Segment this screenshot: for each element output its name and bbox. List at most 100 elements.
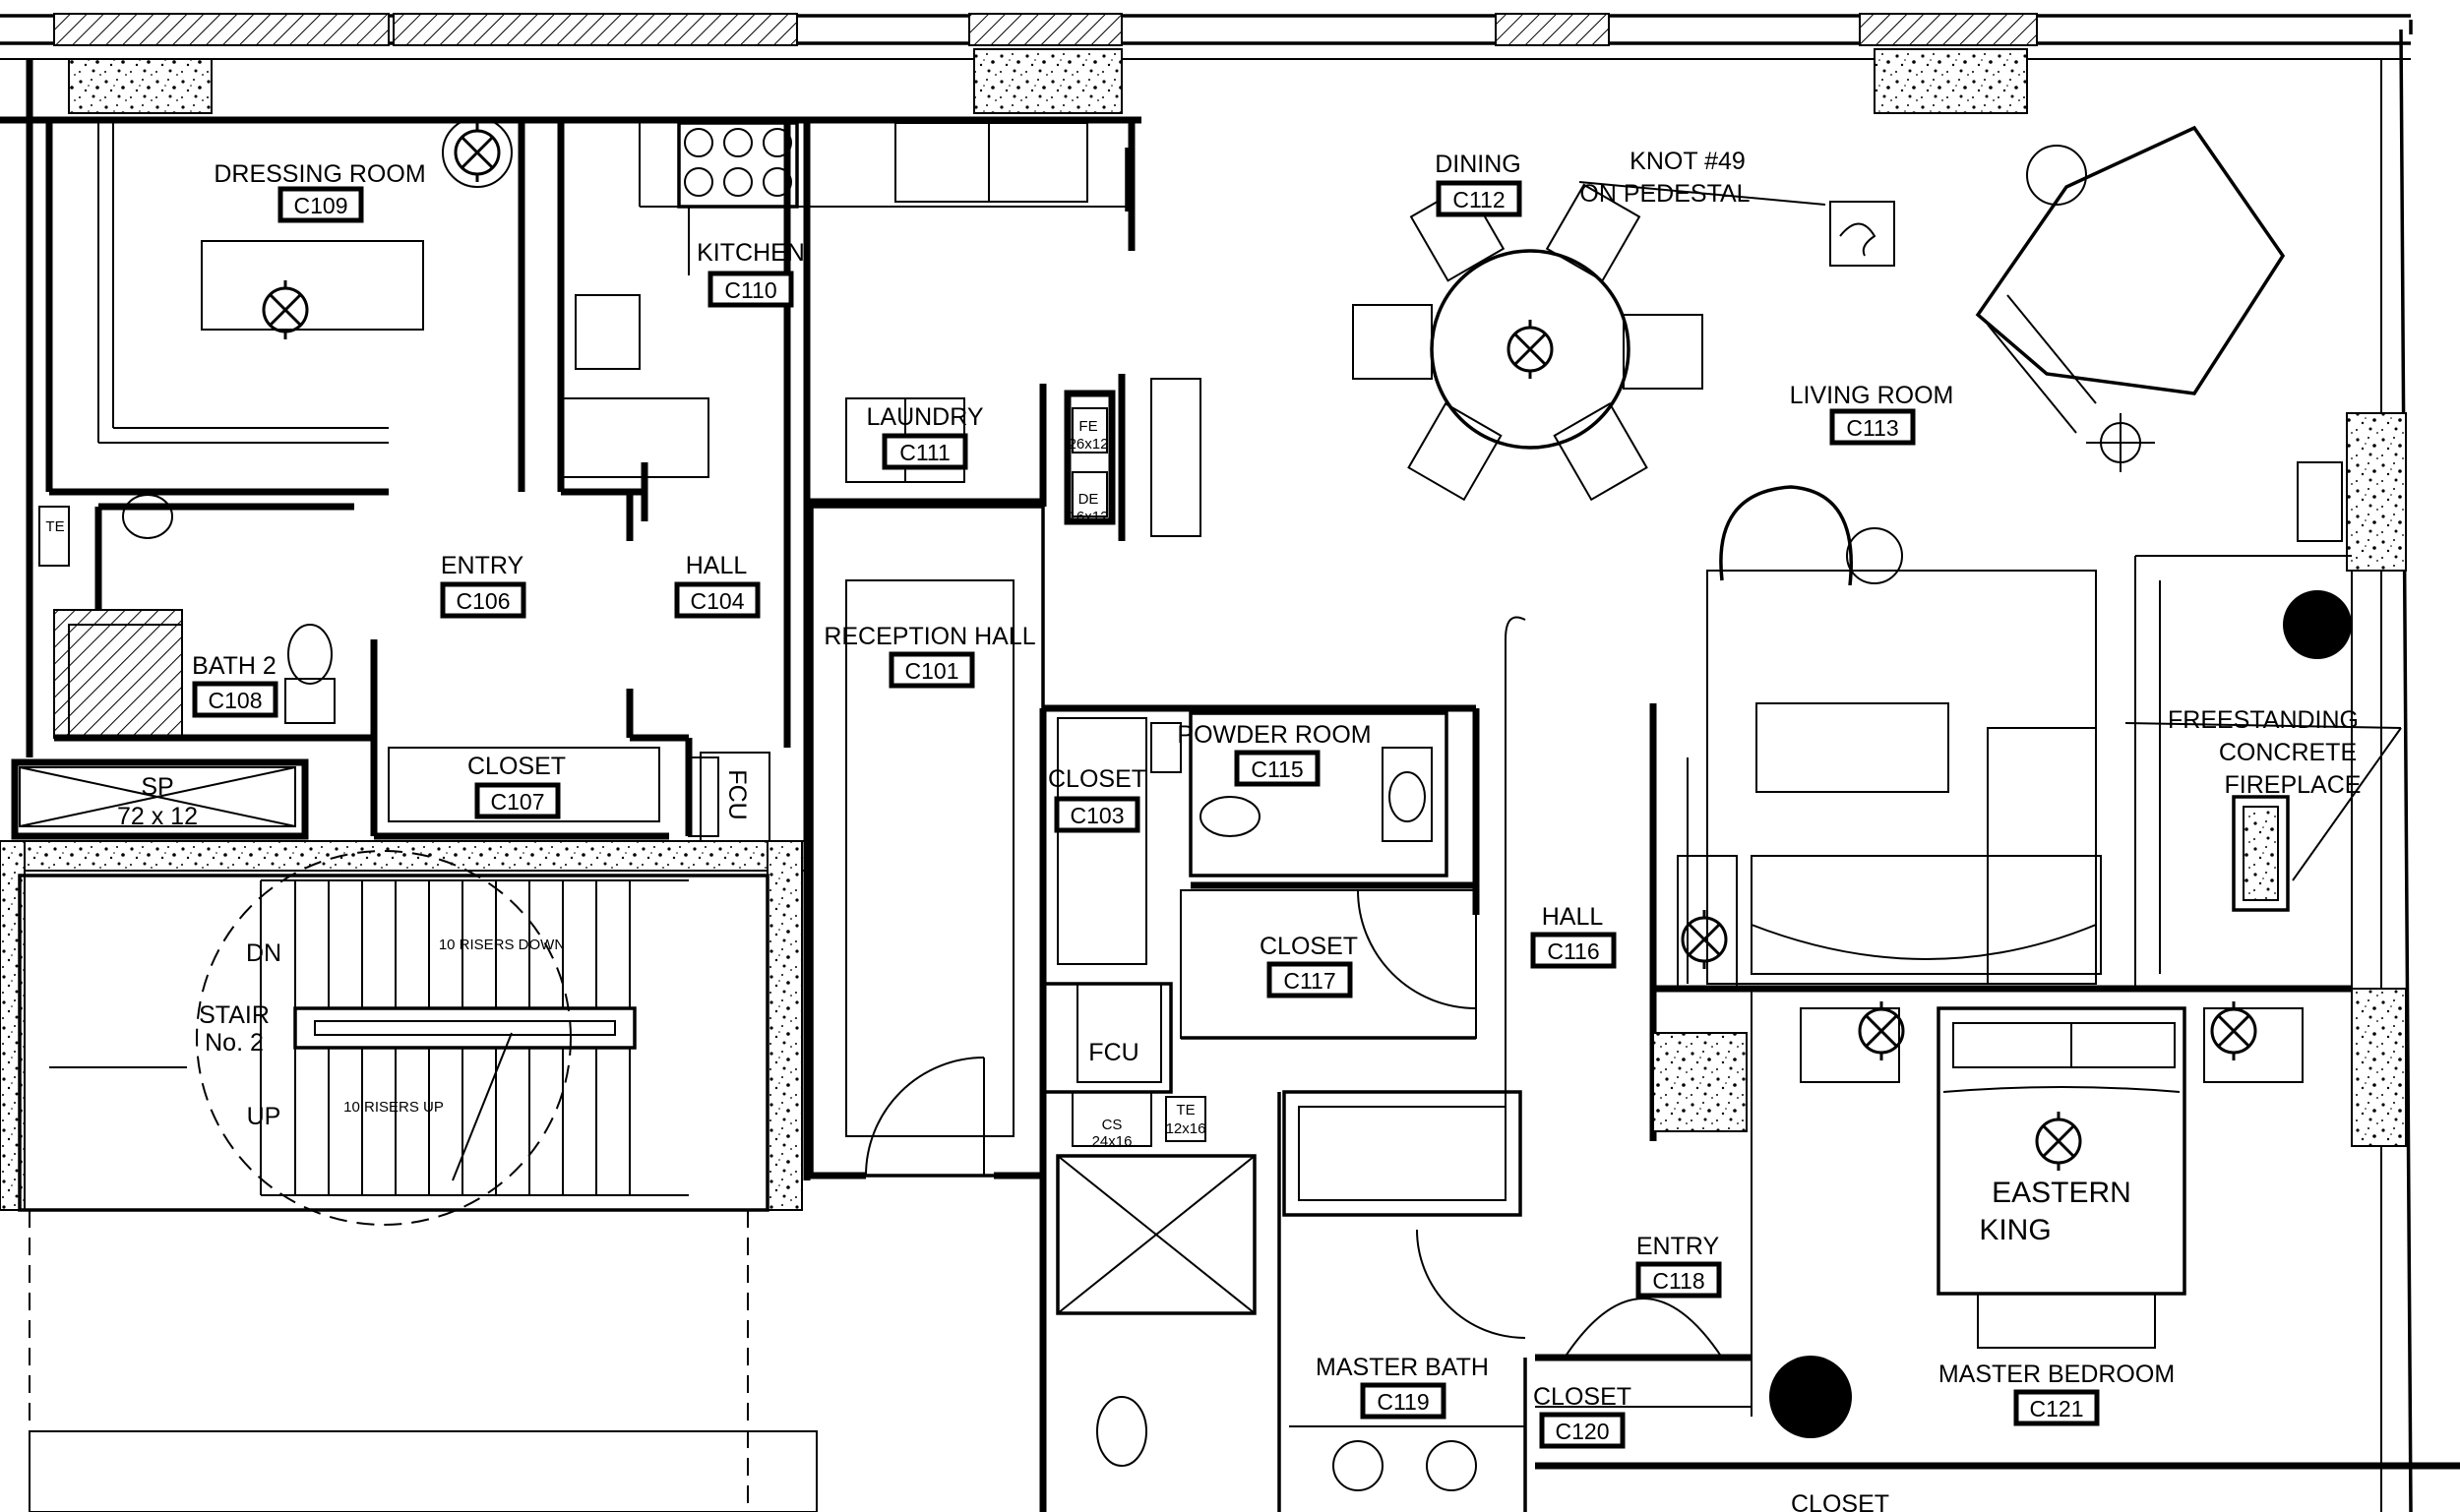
de-label: DE — [1078, 491, 1099, 508]
entry-c118 — [1535, 989, 2460, 1470]
room-tag-entry-c106: C106 — [440, 581, 526, 619]
bed-label-line2: KING — [1979, 1214, 2051, 1246]
room-label-closet-c117: CLOSET — [1260, 933, 1358, 960]
svg-text:C111: C111 — [899, 440, 951, 465]
fcu-label-1: FCU — [723, 769, 751, 819]
room-label-hall-c116: HALL — [1542, 903, 1604, 931]
room-tag-closet-c107: C107 — [474, 782, 561, 819]
room-tag-master-bath: C119 — [1360, 1382, 1446, 1420]
room-tag-dressing: C109 — [277, 186, 364, 223]
reception-hall — [807, 505, 1045, 1179]
cs-label: CS — [1102, 1117, 1123, 1133]
room-label-powder: POWDER ROOM — [1177, 721, 1371, 749]
sp-label: SP — [141, 773, 173, 801]
svg-text:C116: C116 — [1547, 938, 1599, 964]
master-bed — [1769, 999, 2304, 1438]
powder-room — [1039, 704, 1480, 1180]
svg-text:C107: C107 — [491, 789, 545, 815]
svg-text:C117: C117 — [1283, 968, 1335, 994]
svg-text:C103: C103 — [1071, 803, 1125, 828]
room-tag-closet-c117: C117 — [1266, 961, 1353, 998]
svg-text:C118: C118 — [1652, 1268, 1704, 1294]
fireplace-label-line1: FREESTANDING — [2168, 706, 2359, 734]
room-tag-closet-c103: C103 — [1054, 796, 1140, 833]
fcu-label-2: FCU — [1088, 1039, 1138, 1066]
svg-text:C109: C109 — [294, 193, 348, 218]
entry-hall-walls — [53, 118, 791, 842]
te-size-label-2: 12x16 — [1166, 1120, 1206, 1137]
room-tag-reception: C101 — [889, 651, 975, 689]
svg-text:C106: C106 — [457, 588, 511, 614]
knot-sculpture — [1578, 181, 1895, 267]
room-labels: DRESSING ROOM C109 KITCHEN C110 LAUNDRY … — [192, 151, 2175, 1449]
svg-text:C115: C115 — [1251, 756, 1303, 782]
svg-text:C101: C101 — [905, 658, 959, 684]
svg-text:C119: C119 — [1377, 1389, 1429, 1415]
cs-size-label: 24x16 — [1092, 1133, 1133, 1150]
sp-size-label: 72 x 12 — [117, 803, 198, 830]
fireplace-label-line2: CONCRETE — [2219, 739, 2357, 766]
room-tag-powder: C115 — [1234, 750, 1321, 787]
stair-dn-label: DN — [246, 939, 281, 967]
de-size-label: 16x12 — [1069, 509, 1109, 525]
annotations: KNOT #49 ON PEDESTAL FREESTANDING CONCRE… — [38, 148, 2362, 1512]
knot-label-line1: KNOT #49 — [1630, 148, 1746, 175]
east-piers — [2297, 412, 2407, 1147]
room-tag-laundry: C111 — [882, 433, 968, 470]
stair-label-line1: STAIR — [199, 1001, 270, 1029]
svg-text:C113: C113 — [1846, 415, 1898, 441]
bed-label-line1: EASTERN — [1992, 1177, 2131, 1209]
fireplace — [2124, 722, 2402, 912]
room-label-master-bath: MASTER BATH — [1316, 1354, 1489, 1381]
dressing-room-walls — [45, 117, 525, 496]
south-walls — [29, 118, 818, 1512]
fe-size-label: 26x12 — [1069, 436, 1109, 453]
room-label-closet-c103: CLOSET — [1048, 765, 1146, 793]
te-label-2: TE — [1176, 1102, 1195, 1119]
risers-down-label: 10 RISERS DOWN — [439, 937, 565, 953]
knot-label-line2: ON PEDESTAL — [1579, 180, 1750, 208]
closet-bottom-label: CLOSET — [1791, 1490, 1889, 1512]
room-tag-kitchen: C110 — [707, 271, 794, 308]
room-tag-master-bedroom: C121 — [2013, 1389, 2100, 1426]
room-label-closet-c120: CLOSET — [1533, 1383, 1631, 1411]
svg-text:C112: C112 — [1452, 187, 1505, 212]
room-label-entry-c106: ENTRY — [441, 552, 524, 579]
room-label-closet-c107: CLOSET — [467, 753, 566, 780]
room-tag-dining: C112 — [1436, 180, 1522, 217]
te-label-1: TE — [45, 518, 64, 535]
stair-treads — [294, 880, 631, 1195]
room-tag-closet-c120: C120 — [1539, 1412, 1626, 1449]
svg-text:C110: C110 — [724, 277, 776, 303]
room-tag-living: C113 — [1829, 408, 1916, 446]
room-label-kitchen: KITCHEN — [697, 239, 805, 267]
kitchen — [557, 118, 1136, 521]
fireplace-label-line3: FIREPLACE — [2225, 771, 2362, 799]
laundry — [803, 374, 1201, 541]
room-label-dressing: DRESSING ROOM — [214, 160, 425, 188]
room-label-dining: DINING — [1435, 151, 1521, 178]
stair-core — [0, 758, 808, 1226]
room-label-reception: RECEPTION HALL — [824, 623, 1035, 650]
svg-text:C104: C104 — [691, 588, 745, 614]
svg-text:C108: C108 — [209, 688, 263, 713]
room-tag-hall-c116: C116 — [1530, 932, 1617, 969]
room-label-living: LIVING ROOM — [1790, 382, 1954, 409]
risers-up-label: 10 RISERS UP — [343, 1099, 444, 1116]
exterior-north-wall — [0, 13, 2413, 1512]
room-label-bath2: BATH 2 — [192, 652, 277, 680]
room-label-master-bedroom: MASTER BEDROOM — [1938, 1361, 2175, 1388]
svg-text:C120: C120 — [1556, 1419, 1610, 1444]
room-label-entry-c118: ENTRY — [1636, 1233, 1720, 1260]
living-room-furniture — [1677, 125, 2352, 990]
stair-up-label: UP — [247, 1103, 281, 1130]
room-label-laundry: LAUNDRY — [866, 403, 983, 431]
stair-label-line2: No. 2 — [205, 1029, 264, 1057]
svg-text:C121: C121 — [2030, 1396, 2084, 1421]
dining-table — [1352, 183, 1703, 502]
room-tag-hall-c104: C104 — [674, 581, 761, 619]
room-label-hall-c104: HALL — [686, 552, 748, 579]
room-tag-entry-c118: C118 — [1635, 1261, 1722, 1299]
hall-c116 — [1180, 616, 1748, 1132]
